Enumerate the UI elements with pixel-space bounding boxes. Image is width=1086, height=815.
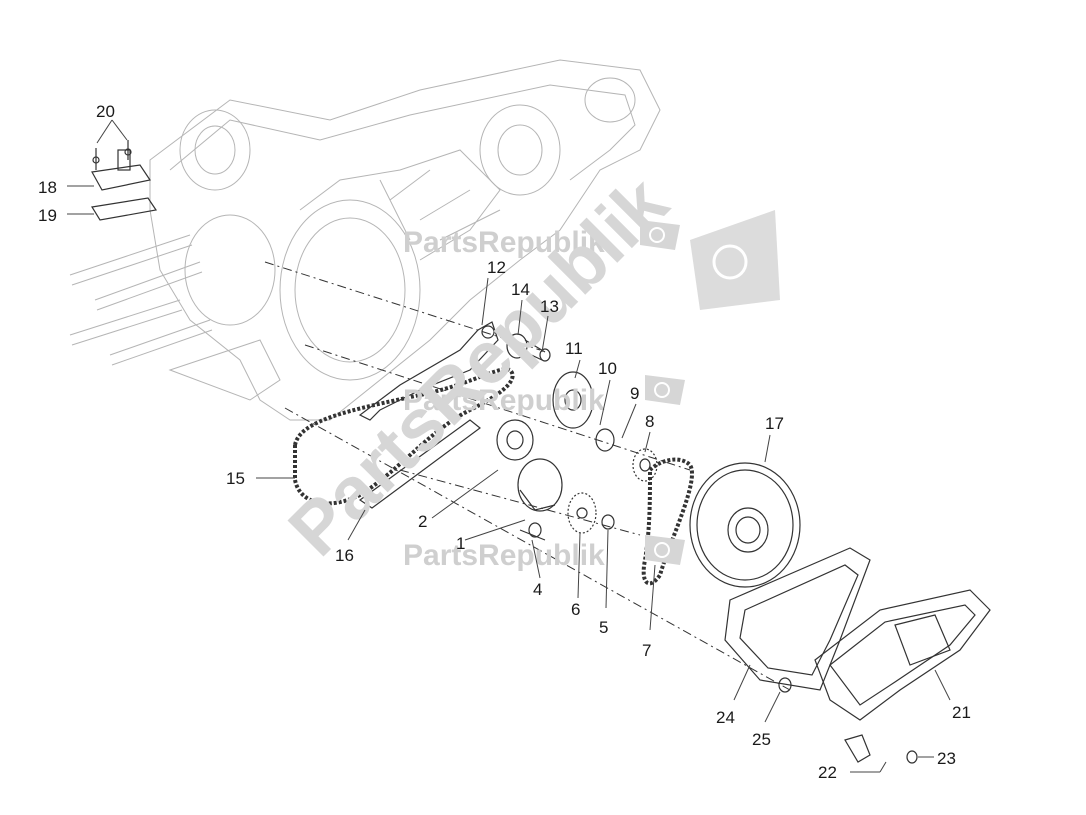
watermark-large-gear-flag-icon xyxy=(690,210,780,310)
cover-plate xyxy=(689,462,801,588)
callout-1: 1 xyxy=(456,534,465,553)
oil-sump xyxy=(778,589,991,764)
watermark-text: PartsRepublik xyxy=(403,226,605,259)
callout-22: 22 xyxy=(818,763,837,782)
chain-slider xyxy=(358,419,481,509)
chain-guide xyxy=(358,321,499,421)
callout-25: 25 xyxy=(752,730,771,749)
callout-8: 8 xyxy=(645,412,654,431)
callout-23: 23 xyxy=(937,749,956,768)
callout-2: 2 xyxy=(418,512,427,531)
callout-7: 7 xyxy=(642,641,651,660)
callout-13: 13 xyxy=(540,297,559,316)
chain-tensioner-assembly xyxy=(91,140,158,221)
oil-pump-parts xyxy=(496,371,694,586)
callout-17: 17 xyxy=(765,414,784,433)
leader-lines xyxy=(67,119,951,773)
watermark-gear-flag-icon xyxy=(645,375,685,405)
watermark-text: PartsRepublik xyxy=(403,384,605,417)
callout-11: 11 xyxy=(565,339,583,358)
callout-18: 18 xyxy=(38,178,57,197)
alignment-lines xyxy=(264,261,791,691)
callout-labels: 20 18 19 12 14 13 11 10 9 8 17 15 2 1 16… xyxy=(38,102,971,782)
watermark-gear-flag-icon xyxy=(640,220,680,250)
callout-9: 9 xyxy=(630,384,639,403)
crankcase-ghost xyxy=(69,59,661,421)
callout-5: 5 xyxy=(599,618,608,637)
callout-15: 15 xyxy=(226,469,245,488)
callout-20: 20 xyxy=(96,102,115,121)
callout-14: 14 xyxy=(511,280,530,299)
callout-24: 24 xyxy=(716,708,735,727)
gasket xyxy=(724,547,871,691)
callout-12: 12 xyxy=(487,258,506,277)
watermark-text: PartsRepublik xyxy=(403,539,605,572)
callout-16: 16 xyxy=(335,546,354,565)
watermark-gear-flag-icon xyxy=(645,535,685,565)
watermark-layer: PartsRepublik PartsRepublik PartsRepubli… xyxy=(273,160,780,572)
callout-6: 6 xyxy=(571,600,580,619)
callout-10: 10 xyxy=(598,359,617,378)
callout-21: 21 xyxy=(952,703,971,722)
callout-19: 19 xyxy=(38,206,57,225)
pin-and-spacer xyxy=(506,333,551,362)
callout-4: 4 xyxy=(533,580,542,599)
timing-chain xyxy=(293,367,515,506)
watermark-text: PartsRepublik xyxy=(273,160,684,571)
